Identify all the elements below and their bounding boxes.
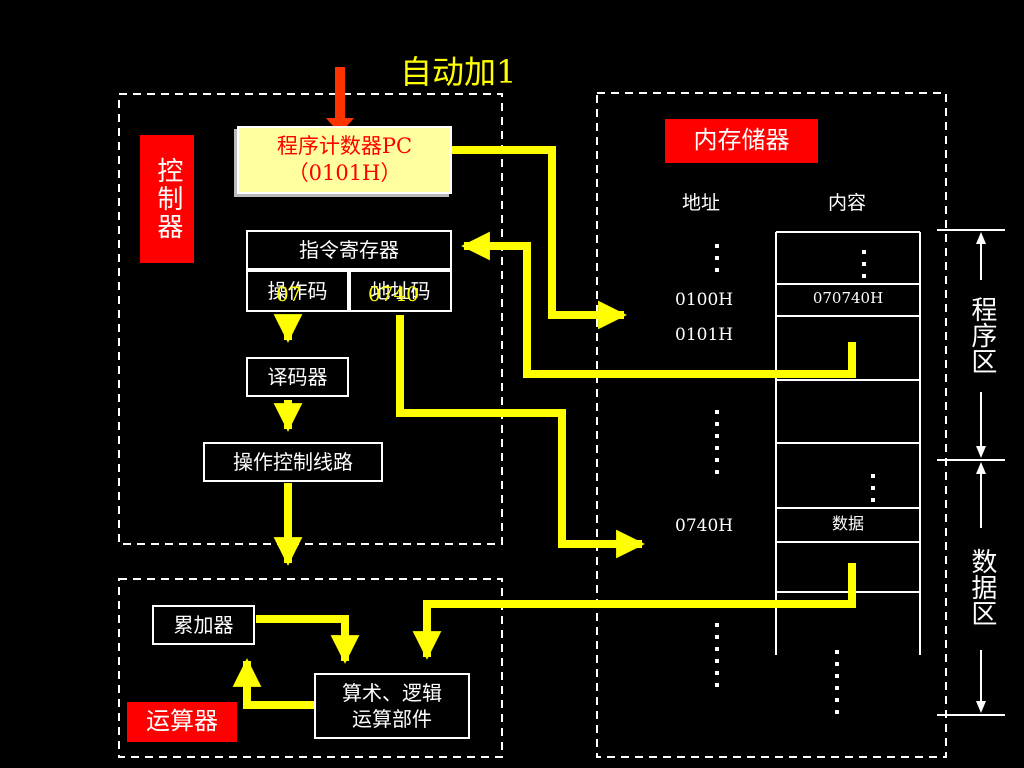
address-ellipsis-top — [713, 244, 721, 280]
pc-value: （0101H） — [287, 161, 402, 185]
content-0740: 数据 — [831, 514, 864, 533]
memory-to-ir-path — [461, 231, 856, 378]
content-header: 内容 — [828, 192, 867, 214]
address-0740: 0740H — [675, 516, 734, 536]
content-ellipsis-middle — [869, 474, 877, 510]
control-circuit-box: 操作控制线路 — [203, 442, 383, 482]
accumulator-to-alu-path — [256, 615, 360, 664]
content-ellipsis-bottom — [833, 650, 841, 722]
program-counter-box: 程序计数器PC （0101H） — [237, 126, 452, 194]
content-0100: 070740H — [812, 289, 884, 307]
alu-tag: 运算器 — [127, 702, 237, 742]
opcode-value: 07 — [276, 282, 302, 306]
auto-increment-title: 自动加1 — [400, 53, 517, 91]
pc-to-memory-path — [452, 146, 627, 330]
accumulator-box: 累加器 — [152, 605, 255, 645]
address-header: 地址 — [682, 192, 721, 214]
region-markers — [937, 229, 1005, 716]
pc-label: 程序计数器PC — [276, 133, 413, 158]
decoder-box: 译码器 — [246, 357, 349, 397]
increment-arrow-icon — [326, 67, 354, 134]
memory-tag: 内存储器 — [665, 119, 818, 163]
address-code-label: 地址码 — [370, 279, 431, 303]
program-area-label: 程序区 — [966, 296, 997, 374]
alu-to-accumulator-path — [232, 658, 314, 709]
address-code-value: 0740 — [368, 282, 419, 306]
address-0101: 0101H — [675, 325, 734, 345]
opcode-cell: 操作码 07 — [246, 270, 349, 312]
alu-unit-box: 算术、逻辑 运算部件 — [314, 673, 470, 739]
memory-frame — [596, 92, 947, 758]
controller-frame — [118, 93, 503, 545]
address-code-cell: 地址码 0740 — [349, 270, 452, 312]
address-ellipsis-bottom — [713, 623, 721, 695]
opcode-label: 操作码 — [267, 279, 328, 303]
address-0100: 0100H — [675, 290, 734, 310]
data-to-alu-path — [412, 563, 856, 660]
content-ellipsis-top — [860, 250, 868, 286]
instruction-register-box: 指令寄存器 — [246, 230, 452, 270]
address-ellipsis-middle — [713, 410, 721, 482]
address-to-memory-path — [396, 315, 645, 559]
controller-tag: 控制器 — [140, 135, 194, 263]
data-area-label: 数据区 — [966, 548, 997, 626]
